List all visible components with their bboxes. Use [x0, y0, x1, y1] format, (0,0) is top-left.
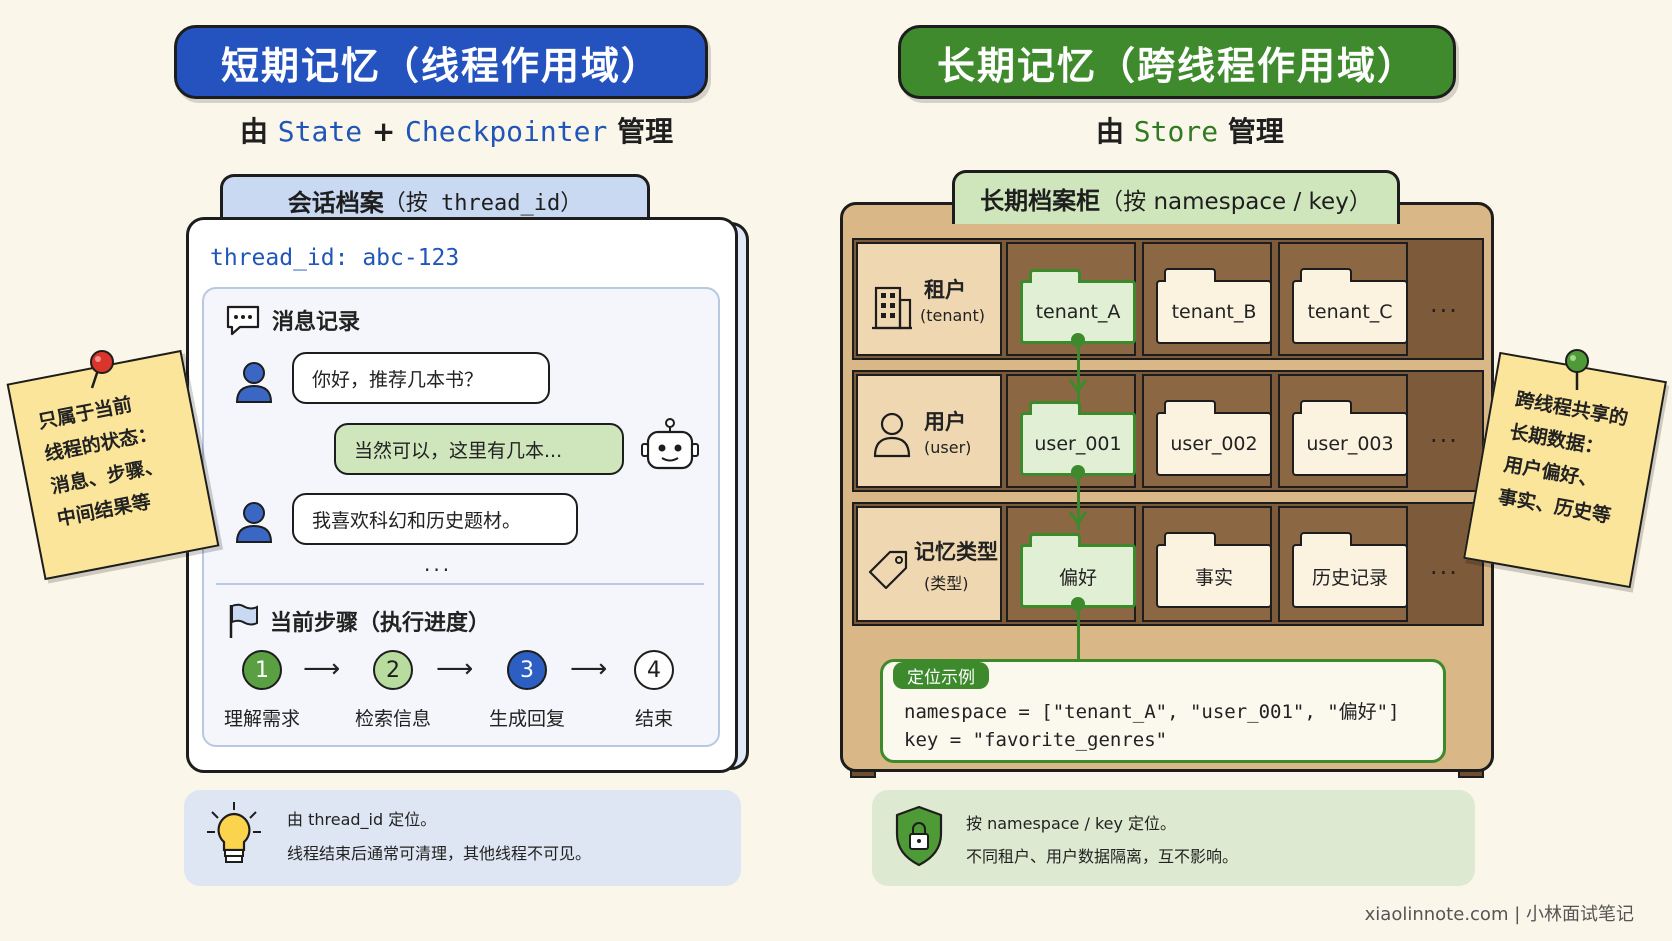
session-archive-paren: （按 thread_id） — [383, 190, 583, 216]
folder-label: tenant_B — [1171, 301, 1257, 323]
folder-user-002[interactable]: user_002 — [1156, 400, 1272, 476]
folder-facts[interactable]: 事实 — [1156, 532, 1272, 608]
chat-icon — [226, 305, 260, 336]
short-term-tip-line1: 由 thread_id 定位。 — [287, 810, 437, 829]
row-label-type: 记忆类型 (类型) — [856, 506, 1002, 622]
more-tenants: ... — [1430, 290, 1459, 318]
flag-icon — [229, 603, 258, 638]
step-arrow: ⟶ — [436, 654, 474, 684]
more-types: ... — [1430, 552, 1459, 580]
step-3-circle: 3 — [507, 650, 547, 690]
step-4-label: 结束 — [634, 708, 673, 730]
robot-icon — [641, 418, 699, 470]
steps-heading-text: 当前步骤（执行进度） — [270, 611, 491, 636]
short-term-title: 短期记忆（线程作用域） — [174, 25, 708, 99]
steps-heading: 当前步骤（执行进度） — [226, 602, 490, 640]
building-icon — [872, 286, 912, 330]
tag-icon — [868, 550, 908, 590]
message-text: 我喜欢科幻和历史题材。 — [312, 509, 522, 532]
subtitle-state: State — [277, 115, 363, 148]
folder-label: 偏好 — [1058, 566, 1097, 589]
path-dot — [1071, 333, 1085, 347]
folder-label: tenant_C — [1307, 301, 1393, 323]
message-text: 你好，推荐几本书？ — [312, 368, 484, 391]
session-archive-label: 会话档案 — [287, 189, 384, 217]
row-label-sub: (user) — [924, 438, 972, 457]
step-4-circle: 4 — [634, 650, 674, 690]
subtitle-prefix: 由 — [240, 115, 269, 148]
short-term-subtitle: 由 State + Checkpointer 管理 — [240, 110, 673, 150]
step-3-label: 生成回复 — [488, 708, 565, 730]
folder-tenant-b[interactable]: tenant_B — [1156, 268, 1272, 344]
folder-tenant-a[interactable]: tenant_A — [1020, 269, 1136, 344]
arrow-down-icon — [1068, 511, 1088, 526]
user-icon — [873, 412, 911, 458]
step-arrow: ⟶ — [303, 654, 341, 684]
row-label-title: 租户 — [924, 278, 966, 302]
locate-example-tag: 定位示例 — [893, 662, 989, 689]
folder-user-003[interactable]: user_003 — [1292, 400, 1408, 476]
step-arrow: ⟶ — [570, 654, 608, 684]
messages-heading-text: 消息记录 — [272, 310, 361, 335]
row-label-sub: (tenant) — [920, 306, 985, 325]
long-term-subtitle: 由 Store 管理 — [1096, 110, 1284, 150]
message-bubble-user-2: 我喜欢科幻和历史题材。 — [292, 493, 578, 545]
step-1-label: 理解需求 — [223, 708, 300, 730]
row-label-title: 记忆类型 — [914, 540, 998, 564]
step-2-circle: 2 — [373, 650, 413, 690]
short-term-tip — [184, 790, 741, 886]
path-dot — [1071, 597, 1085, 611]
folder-history[interactable]: 历史记录 — [1292, 532, 1408, 608]
short-term-tip-line2: 线程结束后通常可清理，其他线程不可见。 — [287, 844, 592, 863]
subtitle-suffix: 管理 — [617, 115, 674, 148]
folder-label: user_003 — [1306, 433, 1394, 455]
folder-label: 事实 — [1194, 566, 1233, 589]
subtitle-plus: + — [371, 115, 396, 148]
long-term-tip-line2: 不同租户、用户数据隔离，互不影响。 — [966, 847, 1239, 866]
subtitle-store: Store — [1133, 115, 1219, 148]
long-term-tip — [872, 790, 1475, 886]
shield-lock-icon — [895, 805, 943, 867]
arrow-down-icon — [1068, 379, 1088, 394]
message-bubble-bot: 当然可以，这里有几本... — [334, 423, 624, 475]
cabinet-tab-paren: （按 namespace / key） — [1100, 188, 1372, 215]
messages-heading: 消息记录 — [224, 303, 360, 337]
more-users: ... — [1430, 420, 1459, 448]
message-text: 当然可以，这里有几本... — [354, 439, 563, 462]
step-1-circle: 1 — [242, 650, 282, 690]
thread-id-label: thread_id: abc-123 — [210, 245, 460, 271]
subtitle-suffix: 管理 — [1227, 115, 1284, 148]
row-label-title: 用户 — [924, 410, 966, 434]
folder-tenant-c[interactable]: tenant_C — [1292, 268, 1408, 344]
subtitle-prefix: 由 — [1096, 115, 1125, 148]
row-label-tenant: 租户 (tenant) — [856, 242, 1002, 356]
more-messages: ... — [424, 552, 453, 576]
user-avatar-icon — [235, 362, 273, 403]
folder-label: user_002 — [1170, 433, 1258, 455]
pushpin-icon — [1565, 349, 1589, 390]
folder-label: 历史记录 — [1311, 566, 1388, 589]
watermark: xiaolinnote.com | 小林面试笔记 — [1364, 904, 1634, 925]
example-key-line: key = "favorite_genres" — [904, 729, 1168, 751]
session-archive-tab: 会话档案 （按 thread_id） — [220, 174, 650, 224]
row-label-sub: (类型) — [924, 574, 969, 593]
row-label-user: 用户 (user) — [856, 374, 1002, 488]
path-connector — [1077, 600, 1080, 660]
pushpin-icon — [90, 350, 114, 389]
folder-preference[interactable]: 偏好 — [1020, 533, 1136, 608]
folder-label: tenant_A — [1035, 301, 1121, 323]
cabinet-tab: 长期档案柜 （按 namespace / key） — [952, 170, 1400, 224]
step-2-label: 检索信息 — [354, 708, 431, 730]
long-term-title: 长期记忆（跨线程作用域） — [898, 25, 1456, 99]
user-avatar-icon — [235, 502, 273, 543]
folder-label: user_001 — [1034, 433, 1122, 455]
subtitle-checkpointer: Checkpointer — [405, 115, 608, 148]
lightbulb-icon — [207, 802, 261, 863]
path-dot — [1071, 465, 1085, 479]
panel-divider — [216, 583, 704, 585]
example-namespace-line: namespace = ["tenant_A", "user_001", "偏好… — [904, 701, 1400, 723]
cabinet-tab-label: 长期档案柜 — [980, 187, 1101, 215]
message-bubble-user-1: 你好，推荐几本书？ — [292, 352, 550, 404]
long-term-tip-line1: 按 namespace / key 定位。 — [966, 814, 1177, 833]
